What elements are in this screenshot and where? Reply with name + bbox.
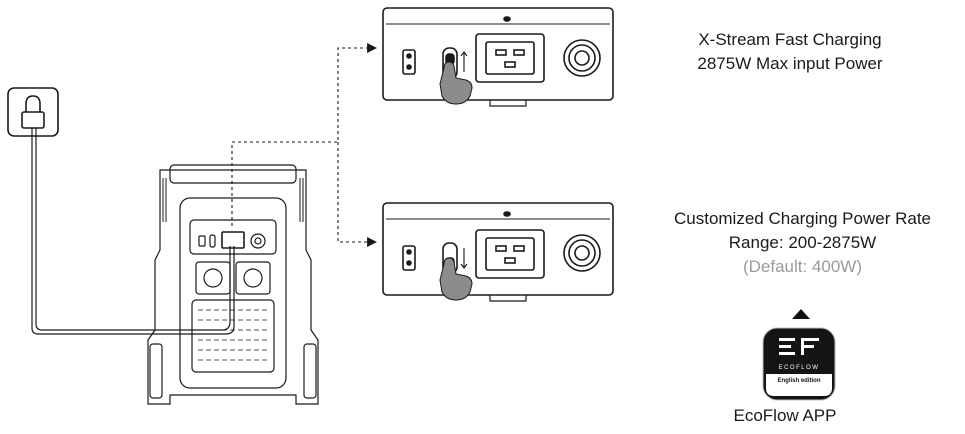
wall-outlet-icon: [7, 87, 59, 137]
fast-charging-label: X-Stream Fast Charging 2875W Max input P…: [660, 28, 920, 76]
custom-charging-panel: [382, 202, 614, 302]
app-edition-label: English edition: [777, 378, 821, 384]
custom-charging-default: (Default: 400W): [742, 257, 863, 276]
app-name: EcoFlow APP: [733, 406, 837, 425]
finger-icon: [439, 61, 473, 105]
fast-charging-panel: [382, 7, 614, 107]
power-cable: [31, 128, 235, 335]
app-wordmark: ECOFLOW: [778, 365, 820, 371]
routing-lines: [231, 43, 377, 247]
pointer-triangle-icon: [792, 309, 810, 319]
power-station-unit: [147, 164, 319, 405]
ecoflow-app-icon: [762, 327, 836, 401]
custom-charging-title: Customized Charging Power Rate: [673, 209, 931, 228]
fast-charging-title: X-Stream Fast Charging: [698, 30, 882, 49]
custom-charging-range: Range: 200-2875W: [728, 233, 877, 252]
fast-charging-power: 2875W Max input Power: [697, 54, 883, 73]
custom-charging-label: Customized Charging Power Rate Range: 20…: [640, 207, 965, 279]
finger-icon: [439, 257, 473, 301]
